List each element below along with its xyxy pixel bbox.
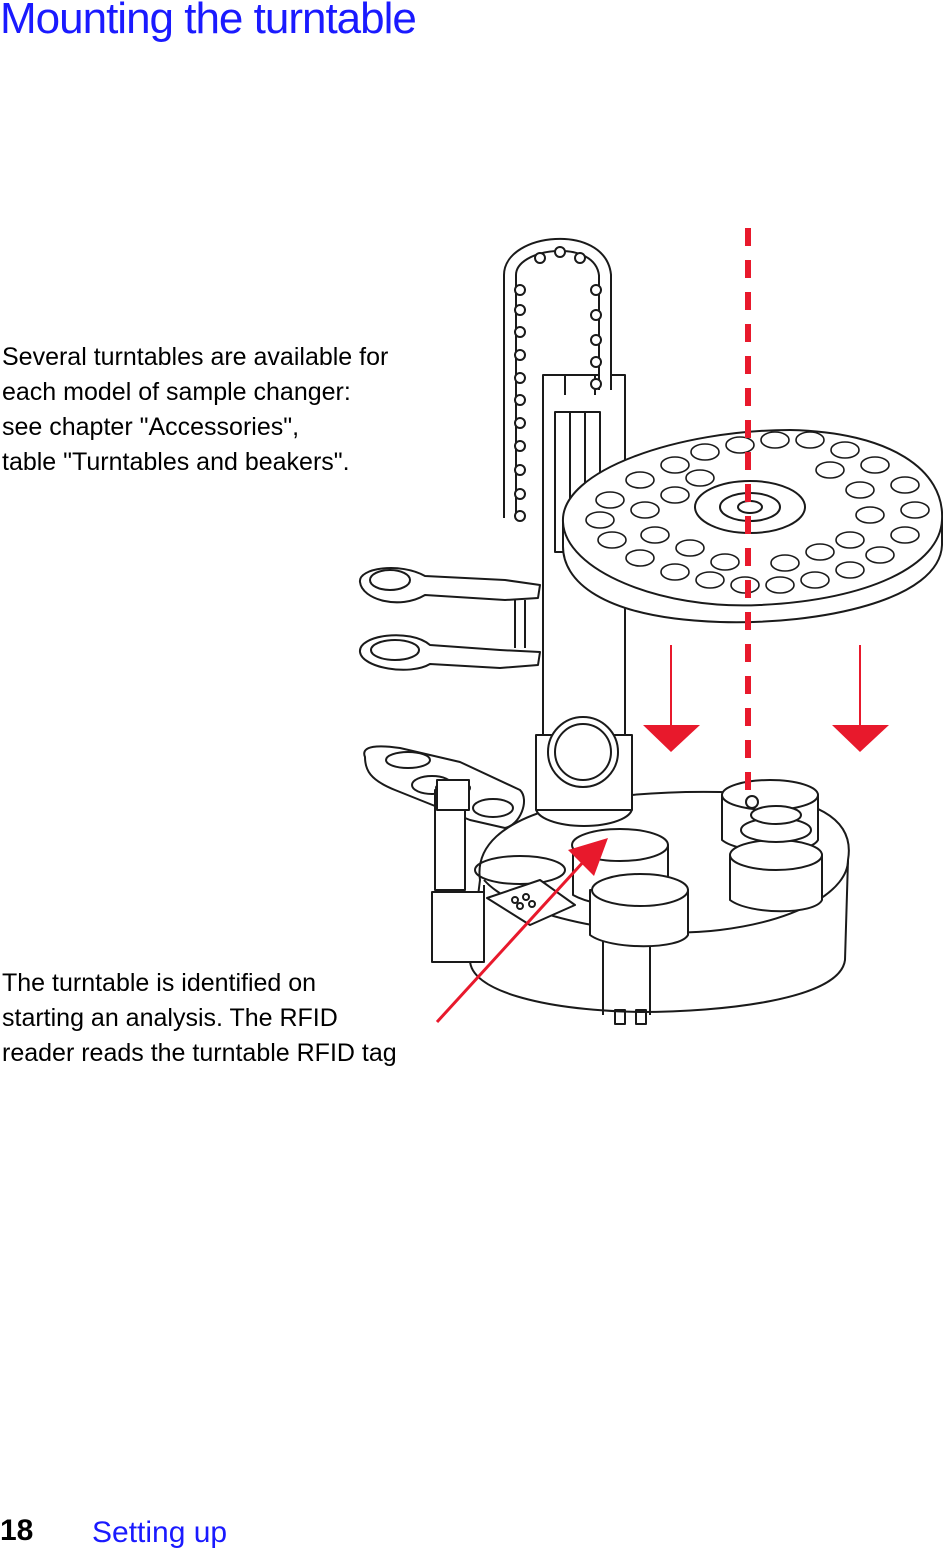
page-number: 18 <box>0 1514 34 1547</box>
rfid-line: The turntable is identified on <box>2 969 317 997</box>
rfid-paragraph: The turntable is identified on starting … <box>2 966 397 1071</box>
page-title: Mounting the turntable <box>0 0 417 43</box>
intro-line: Several turntables are available for <box>2 343 389 371</box>
down-arrow-icon <box>832 645 889 752</box>
sample-changer-illustration <box>359 228 943 1025</box>
rfid-line: starting an analysis. The RFID <box>2 1004 338 1032</box>
probe-arm <box>359 567 541 671</box>
lower-arm <box>363 745 566 963</box>
rfid-pointer-arrow-icon <box>435 838 608 1024</box>
intro-paragraph: Several turntables are available for eac… <box>2 340 388 480</box>
footer-section-title: Setting up <box>92 1516 228 1549</box>
control-pad <box>486 879 576 926</box>
drag-chain <box>503 238 612 522</box>
intro-line: each model of sample changer: <box>2 378 351 406</box>
turntable-holes <box>585 431 930 594</box>
intro-line: table "Turntables and beakers". <box>2 448 350 476</box>
down-arrow-icon <box>643 645 700 752</box>
intro-line: see chapter "Accessories", <box>2 413 300 441</box>
rfid-line: reader reads the turntable RFID tag <box>2 1039 397 1067</box>
